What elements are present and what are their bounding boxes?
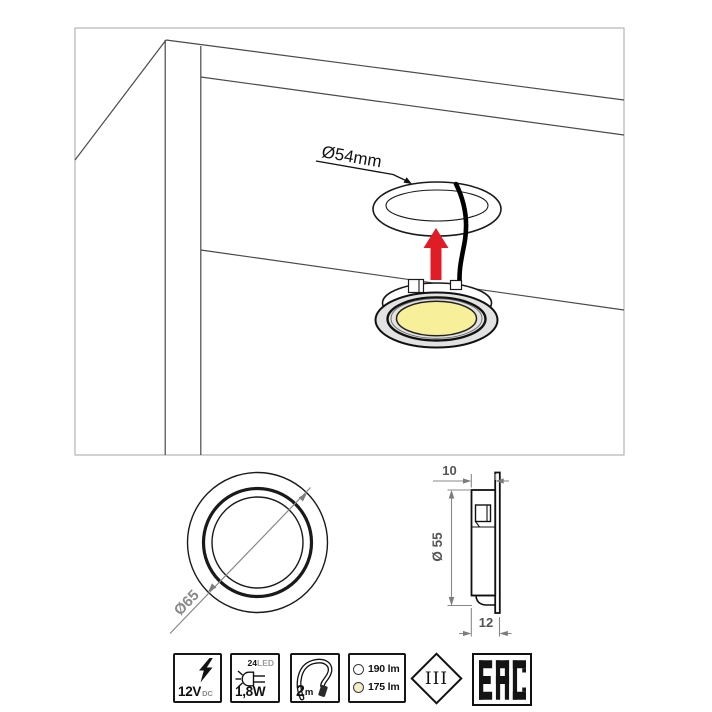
protection-class-label: III <box>424 668 449 689</box>
lumen-row-warm: 175 lm <box>353 681 401 693</box>
connector-detail <box>471 504 495 528</box>
led-spotlight <box>374 278 499 349</box>
power-cable <box>453 181 469 295</box>
eac-letters <box>478 659 526 700</box>
warm-white-swatch-icon <box>353 681 364 693</box>
cable-icon <box>296 658 333 701</box>
voltage-unit: DC <box>202 689 213 698</box>
spec-voltage: 12V DC <box>173 653 222 703</box>
side-diameter-label: Ø 55 <box>430 532 445 562</box>
lumen-row-cool: 190 lm <box>353 663 401 675</box>
power-value: 1,8W <box>235 684 266 699</box>
cable-entry-tab <box>449 279 463 291</box>
front-view-dimension: Ø65 <box>169 487 311 634</box>
cool-white-swatch-icon <box>353 663 364 675</box>
cutout-hole <box>372 181 502 237</box>
side-depth-bottom-label: 12 <box>479 615 493 630</box>
front-view: Ø65 <box>169 471 329 634</box>
mounting-clip <box>407 278 425 294</box>
voltage-value: 12V <box>178 684 202 699</box>
spec-power: 24LED 1,8W <box>230 653 280 703</box>
insert-direction-arrow-icon <box>423 228 449 280</box>
cable-length-value: 2 <box>296 683 305 700</box>
dim-arrowhead-icon <box>208 583 217 592</box>
spec-luminous-flux: 190 lm 175 lm <box>348 653 406 703</box>
side-view: 10 Ø 55 12 <box>430 463 512 637</box>
led-count-label: LED <box>257 658 274 668</box>
lumen-cool-label: 190 lm <box>368 663 400 675</box>
leader-arrowhead-icon <box>403 177 412 184</box>
side-depth-top-label: 10 <box>442 463 456 478</box>
installation-frame <box>74 27 625 456</box>
dim-arrowhead-icon <box>298 493 307 502</box>
cable-length-unit: m <box>304 687 314 698</box>
spec-cable: 2 m <box>290 653 340 703</box>
lumen-warm-label: 175 lm <box>368 681 400 693</box>
led-diode-icon <box>235 670 265 688</box>
warm-light-lens <box>395 300 478 337</box>
side-dim-arrowheads <box>448 478 508 637</box>
led-count: 24 <box>247 658 257 668</box>
installation-view: Ø54mm <box>74 27 625 456</box>
bottom-lip-detail <box>471 594 496 606</box>
lightning-bolt-icon <box>199 658 213 683</box>
front-diameter-label: Ø65 <box>171 587 203 619</box>
eac-mark-icon <box>472 653 532 706</box>
